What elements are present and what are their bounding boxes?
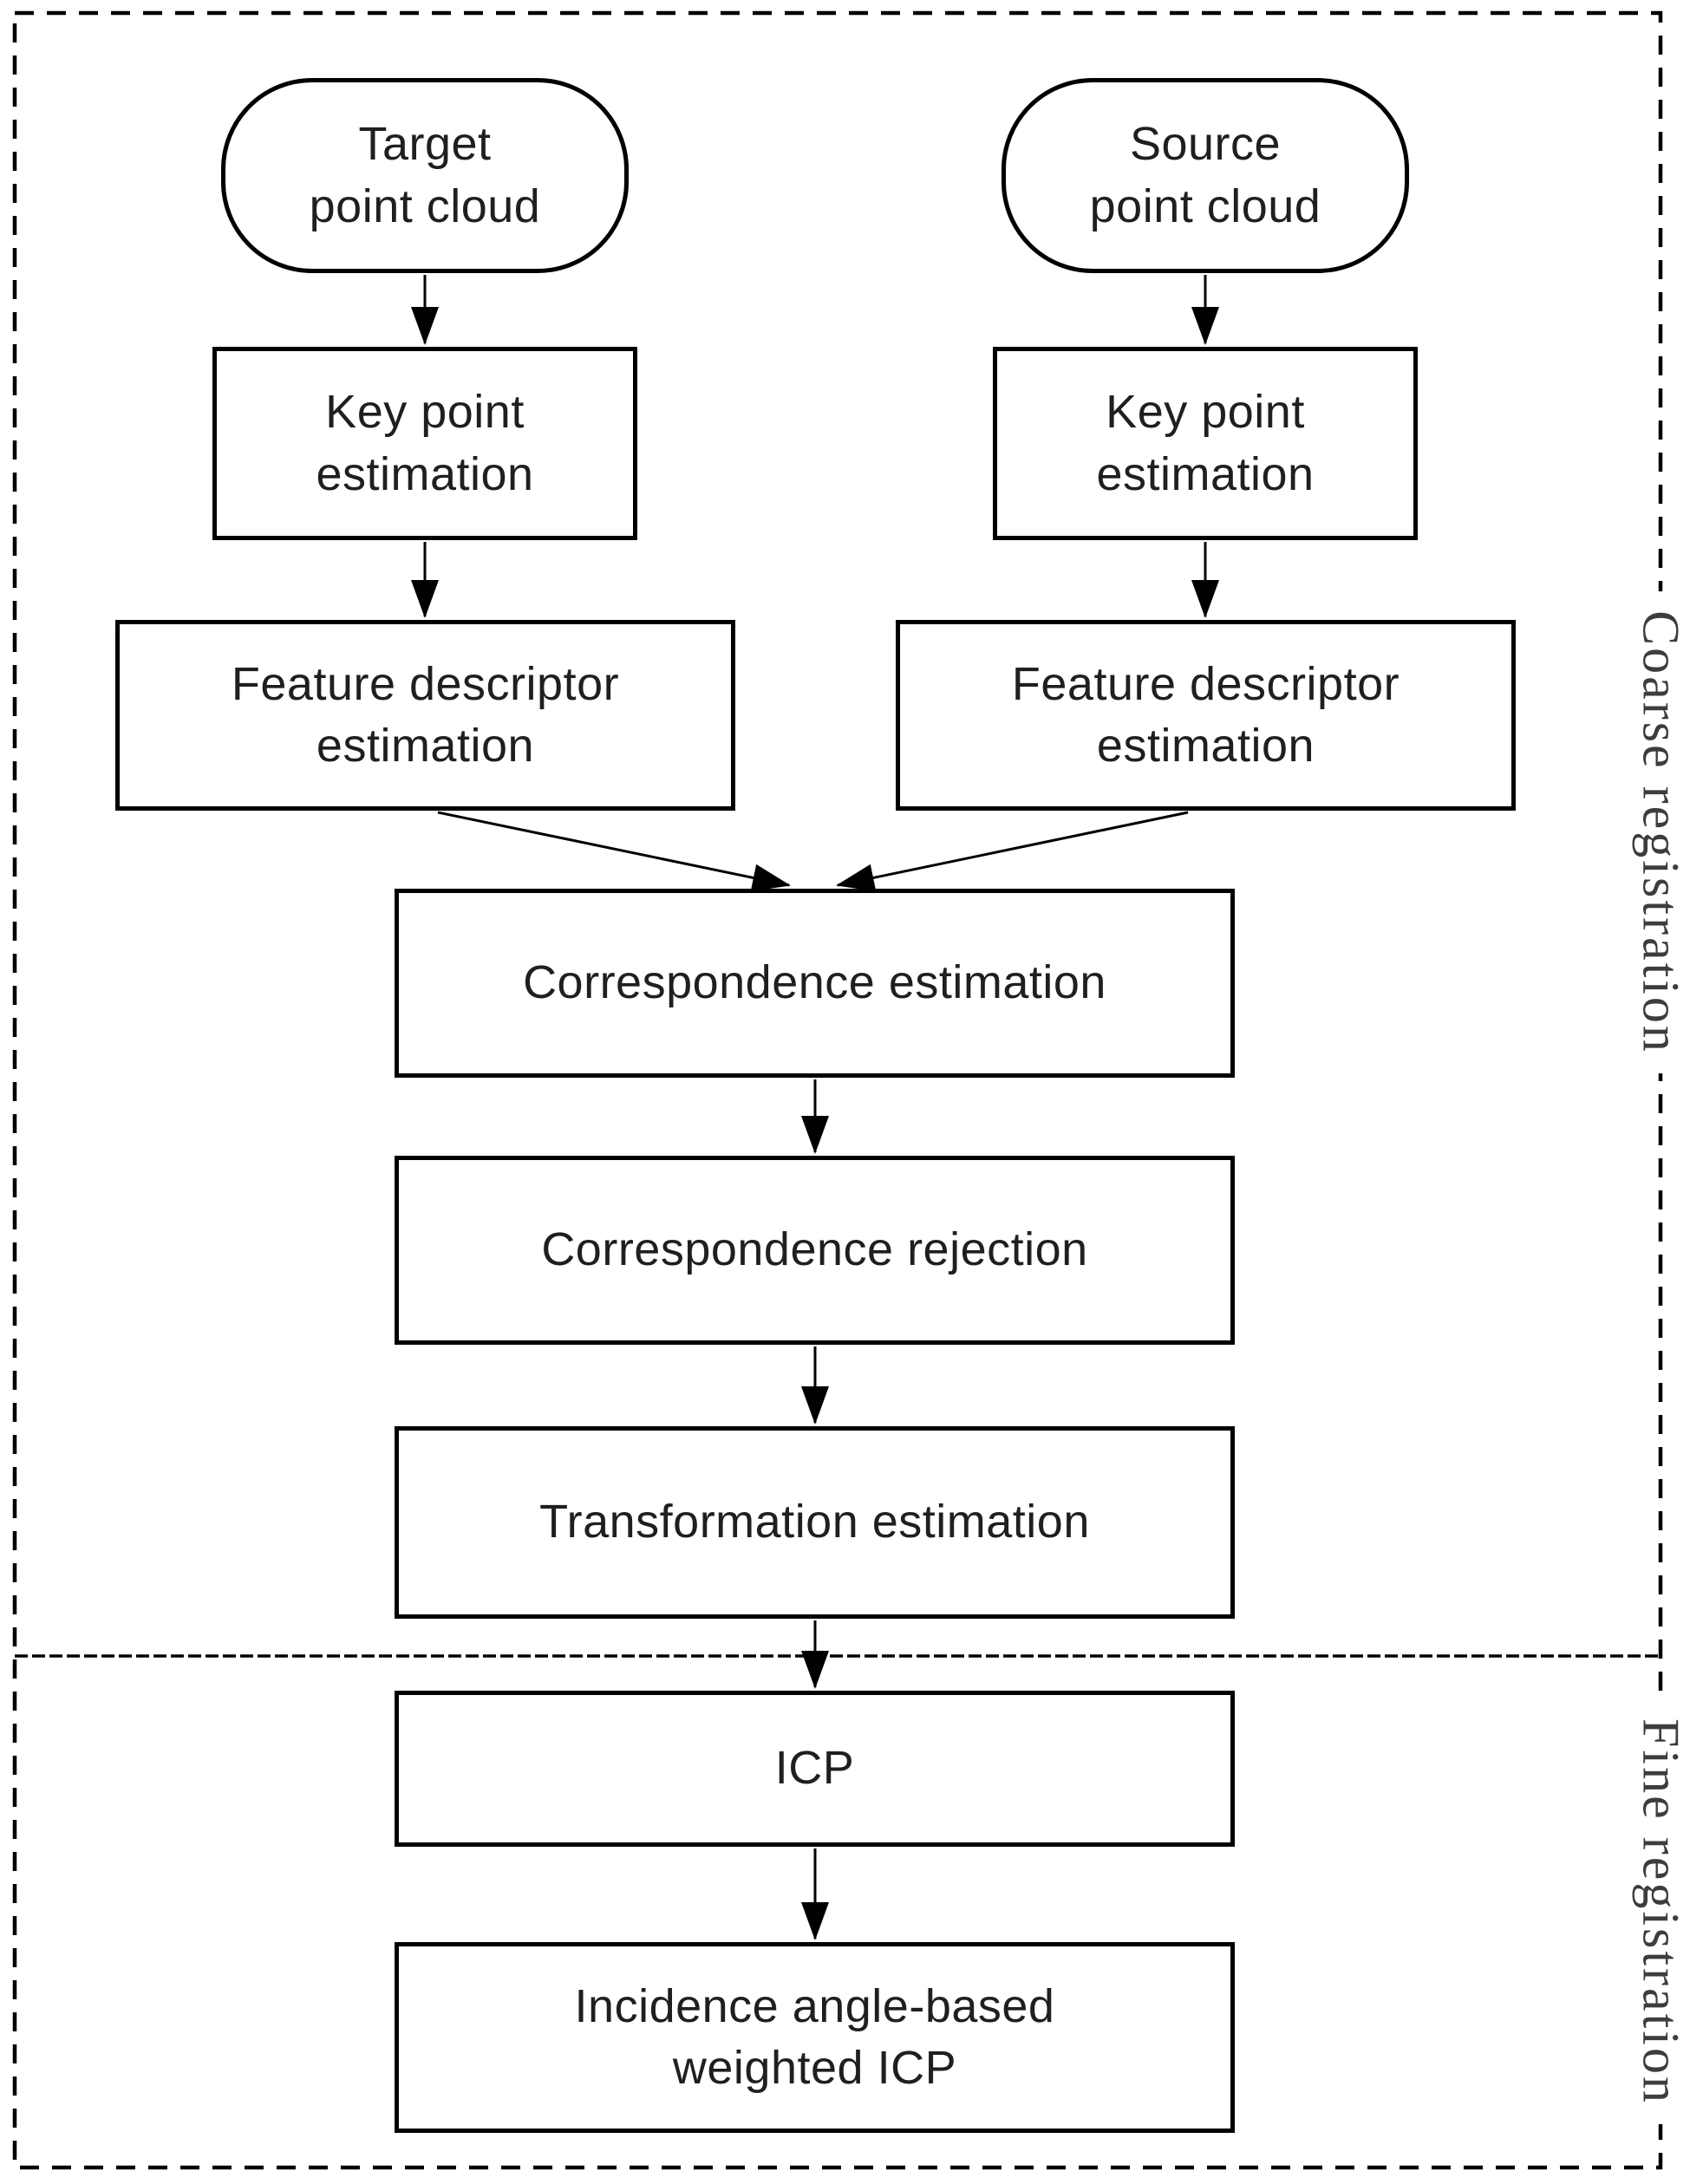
node-keypoint-estimation-left: Key point estimation [212, 347, 637, 540]
arrow-feature-left-to-correspondence [437, 811, 791, 892]
node-correspondence-estimation-label: Correspondence estimation [523, 956, 1106, 1009]
node-transformation-estimation-label: Transformation estimation [539, 1496, 1090, 1548]
node-target-point-cloud: Target point cloud [221, 78, 629, 273]
fine-registration-section-label: Fine registration [1628, 1699, 1693, 2124]
node-feature-descriptor-right: Feature descriptor estimation [896, 620, 1516, 811]
node-feature-descriptor-right-label: Feature descriptor estimation [1011, 657, 1400, 772]
node-source-point-cloud-label: Source point cloud [1089, 118, 1321, 232]
node-keypoint-estimation-left-label: Key point estimation [316, 386, 534, 500]
node-feature-descriptor-left: Feature descriptor estimation [115, 620, 735, 811]
node-feature-descriptor-left-label: Feature descriptor estimation [231, 657, 620, 772]
node-icp-label: ICP [774, 1742, 855, 1795]
node-correspondence-rejection-label: Correspondence rejection [541, 1223, 1088, 1276]
coarse-registration-section-label: Coarse registration [1628, 591, 1693, 1073]
node-weighted-icp-label: Incidence angle-based weighted ICP [574, 1979, 1055, 2094]
outer-dashed-border [12, 10, 1663, 2170]
node-correspondence-rejection: Correspondence rejection [395, 1156, 1235, 1345]
node-icp: ICP [395, 1691, 1235, 1847]
arrow-feature-right-to-correspondence [836, 811, 1189, 892]
node-keypoint-estimation-right: Key point estimation [993, 347, 1418, 540]
node-target-point-cloud-label: Target point cloud [309, 118, 541, 232]
node-correspondence-estimation: Correspondence estimation [395, 889, 1235, 1078]
node-weighted-icp: Incidence angle-based weighted ICP [395, 1942, 1235, 2133]
node-keypoint-estimation-right-label: Key point estimation [1096, 386, 1315, 500]
node-source-point-cloud: Source point cloud [1002, 78, 1409, 273]
node-transformation-estimation: Transformation estimation [395, 1426, 1235, 1619]
